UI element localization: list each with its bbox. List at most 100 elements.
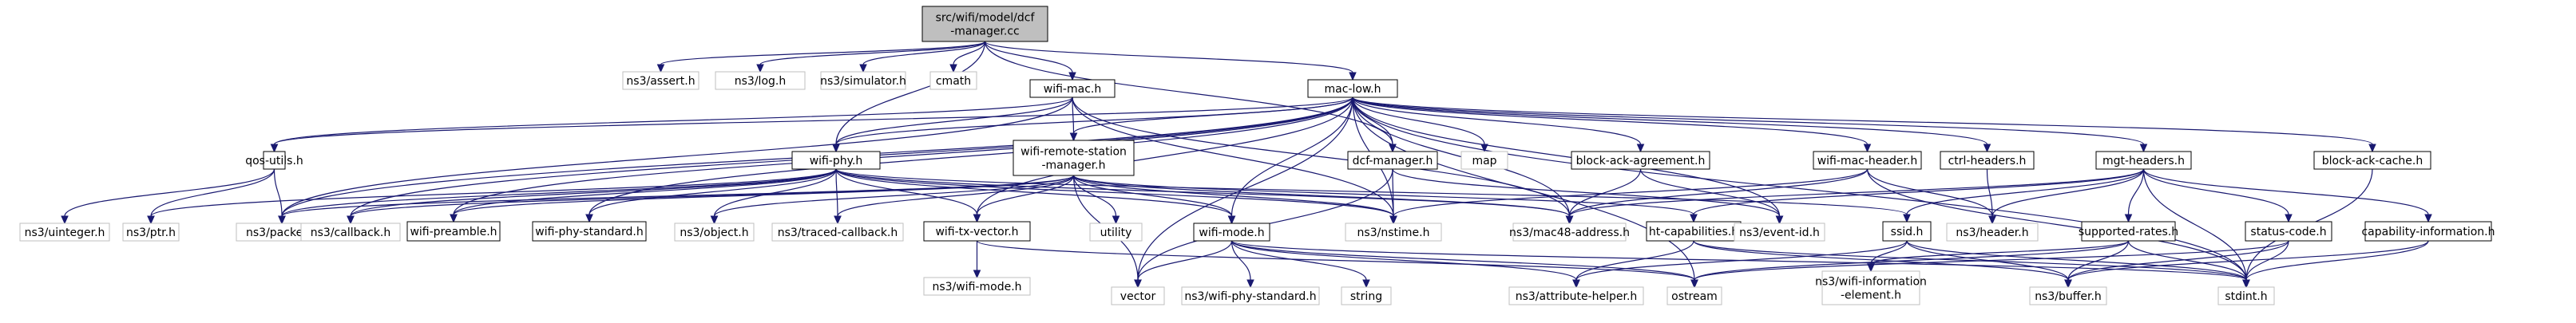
edge-txvector-to-ostream	[976, 240, 1698, 289]
node-string: string	[1341, 286, 1392, 305]
edge-maclow-to-wmh	[1352, 97, 1872, 153]
edge-mgt-to-ssid	[1903, 168, 2145, 223]
edge-root-to-cmath	[949, 41, 986, 73]
node-ns3-mac48-address-h: ns3/mac48-address.h	[1509, 223, 1630, 242]
node-ns3-simulator-h: ns3/simulator.h	[820, 71, 906, 90]
node-vector: vector	[1111, 286, 1165, 305]
node-label: capability-information.h	[2361, 226, 2495, 238]
edge-qosutils-to-packet	[273, 168, 286, 225]
node-wifi-tx-vector-h[interactable]: wifi-tx-vector.h	[923, 221, 1031, 242]
edge-mgt-to-htcap	[1690, 168, 2145, 223]
edge-maclow-to-mgt	[1352, 97, 2148, 153]
edge-maclow-to-bac	[1352, 97, 2376, 153]
node-capability-information-h[interactable]: capability-information.h	[2361, 221, 2495, 242]
node-qos-utils-h[interactable]: qos-utils.h	[245, 151, 303, 170]
node-ns3-event-id-h: ns3/event-id.h	[1734, 223, 1825, 242]
node-mac-low-h[interactable]: mac-low.h	[1307, 79, 1398, 98]
edge-wifimode-to-string	[1231, 240, 1370, 289]
node-status-code-h[interactable]: status-code.h	[2245, 221, 2332, 242]
node-label: mgt-headers.h	[2102, 155, 2185, 167]
node-label: ns3/traced-callback.h	[778, 226, 898, 239]
node-label: ns3/event-id.h	[1739, 226, 1820, 239]
edge-wrsm-to-preamble	[450, 175, 1075, 223]
node-ns3-log-h: ns3/log.h	[715, 71, 806, 90]
edge-wifimode-to-phystd3	[1231, 240, 1254, 289]
node-ns3-assert-h: ns3/assert.h	[622, 71, 699, 90]
edge-wifiphy-to-ssid	[835, 168, 1911, 223]
node-dcf-manager-h[interactable]: dcf-manager.h	[1347, 151, 1438, 170]
node-label: ns3/nstime.h	[1357, 226, 1430, 239]
edge-wifiphy-to-phystd	[585, 168, 837, 223]
node-ns3-wifi-information-element-h: ns3/wifi-information-element.h	[1815, 270, 1927, 305]
edge-wrsm-to-utility	[1072, 175, 1120, 225]
node-ns3-object-h: ns3/object.h	[674, 223, 755, 242]
node-ctrl-headers-h[interactable]: ctrl-headers.h	[1940, 151, 2035, 170]
node-label: ctrl-headers.h	[1948, 155, 2027, 167]
node-label: qos-utils.h	[245, 155, 303, 167]
node-label: status-code.h	[2250, 226, 2326, 238]
node-wifi-mac-header-h[interactable]: wifi-mac-header.h	[1813, 151, 1922, 170]
edge-maclow-to-phystd	[585, 97, 1353, 223]
node-wifi-remote-station-manager-h[interactable]: wifi-remote-station-manager.h	[1013, 140, 1135, 176]
node-block-ack-cache-h[interactable]: block-ack-cache.h	[2313, 151, 2431, 170]
node-ns3-wifi-mode-h: ns3/wifi-mode.h	[923, 277, 1031, 296]
node-label: ns3/ptr.h	[126, 226, 176, 239]
node-ht-capabilities-h[interactable]: ht-capabilities.h	[1646, 221, 1742, 242]
node-label: ns3/assert.h	[626, 75, 695, 88]
edge-wmh-to-header	[1866, 168, 1996, 225]
node-wifi-mode-h[interactable]: wifi-mode.h	[1193, 223, 1270, 242]
edge-wmh-to-nstime	[1389, 168, 1869, 225]
edge-wrsm-to-mac48	[1072, 175, 1574, 225]
edge-maclow-to-preamble	[450, 97, 1353, 223]
edge-root-to-maclow	[984, 41, 1357, 81]
edge-wifiphy-to-preamble	[450, 168, 837, 223]
node-label: -element.h	[1841, 290, 1901, 302]
node-label: mac-low.h	[1325, 83, 1381, 96]
node-mgt-headers-h[interactable]: mgt-headers.h	[2095, 151, 2192, 170]
node-block-ack-agreement-h[interactable]: block-ack-agreement.h	[1571, 151, 1710, 170]
node-ns3-nstime-h: ns3/nstime.h	[1345, 223, 1442, 242]
node-ssid-h[interactable]: ssid.h	[1882, 221, 1932, 242]
edge-wrsm-to-traced	[834, 175, 1075, 225]
edge-status-to-ostream	[1690, 240, 2289, 289]
node-label: ns3/header.h	[1956, 226, 2028, 239]
edge-wmh-to-mac48	[1565, 168, 1869, 225]
node-label: wifi-mac.h	[1044, 83, 1101, 96]
edge-ssid-to-attrhelper	[1572, 240, 1908, 289]
edge-ssid-to-stdint	[1906, 240, 2250, 289]
node-label: ssid.h	[1891, 226, 1924, 238]
node-wifi-preamble-h[interactable]: wifi-preamble.h	[406, 221, 501, 242]
node-ns3-ptr-h: ns3/ptr.h	[122, 223, 180, 242]
node-label: ns3/log.h	[735, 75, 786, 88]
node-ns3-wifi-phy-standard-h: ns3/wifi-phy-standard.h	[1181, 286, 1320, 305]
node-ns3-attribute-helper-h: ns3/attribute-helper.h	[1508, 286, 1644, 305]
node-ostream: ostream	[1666, 286, 1722, 305]
edge-qosutils-to-uinteger	[61, 168, 275, 225]
node-wifi-phy-h[interactable]: wifi-phy.h	[791, 151, 881, 170]
node-label: wifi-phy-standard.h	[535, 226, 643, 238]
node-supported-rates-h[interactable]: supported-rates.h	[2079, 221, 2178, 242]
node-label: ns3/packet.h	[246, 226, 318, 239]
node-label: wifi-preamble.h	[410, 226, 497, 238]
edge-root-to-simulator	[859, 41, 986, 73]
edge-mgt-to-capinfo	[2142, 168, 2432, 223]
node-wifi-mac-h[interactable]: wifi-mac.h	[1029, 79, 1116, 98]
edge-capinfo-to-stdint	[2242, 240, 2429, 289]
edge-wifiphy-to-packet	[278, 168, 837, 225]
node-label: -manager.cc	[950, 26, 1020, 38]
node-wifi-phy-standard-h[interactable]: wifi-phy-standard.h	[532, 221, 647, 242]
node-label: wifi-phy.h	[810, 155, 863, 167]
node-label: ns3/mac48-address.h	[1509, 226, 1630, 239]
edge-maclow-to-map	[1352, 97, 1488, 153]
node-src-wifi-model-dcf-manager-cc[interactable]: src/wifi/model/dcf-manager.cc	[921, 6, 1048, 42]
node-label: ns3/object.h	[680, 226, 748, 239]
edge-maclow-to-wrsm	[1069, 97, 1353, 142]
node-utility: utility	[1089, 223, 1143, 242]
edge-root-to-wifimac	[984, 41, 1076, 81]
edge-suprates-to-wie	[1867, 240, 2130, 273]
node-label: string	[1350, 290, 1382, 303]
node-ns3-uinteger-h: ns3/uinteger.h	[19, 223, 110, 242]
edge-wifimode-to-vector	[1134, 240, 1233, 289]
edge-root-to-assert	[656, 41, 986, 73]
node-label: wifi-tx-vector.h	[935, 226, 1018, 238]
